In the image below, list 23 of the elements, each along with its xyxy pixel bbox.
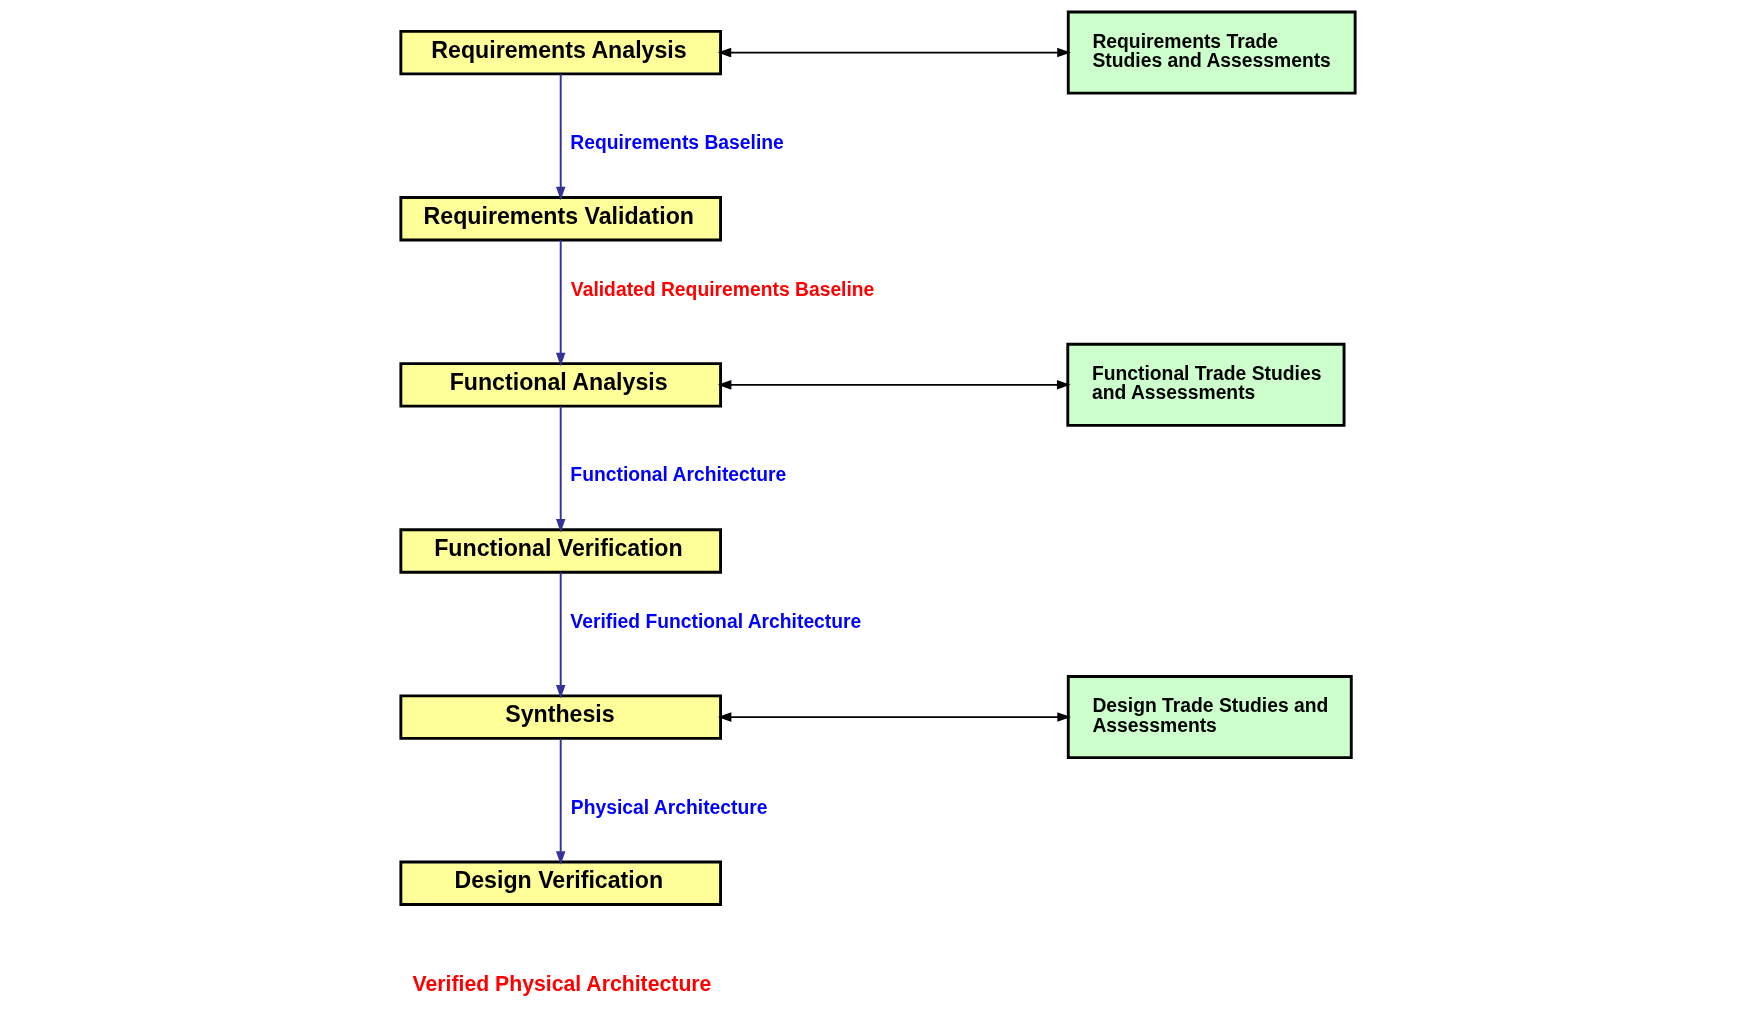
node-box: Functional Verification bbox=[399, 528, 722, 574]
arrow bbox=[717, 380, 1071, 390]
arrow bbox=[717, 712, 1071, 722]
arrow bbox=[555, 571, 566, 699]
node-box: Synthesis bbox=[399, 694, 722, 740]
edge-label: Requirements Baseline bbox=[570, 132, 784, 154]
node-box: Design Trade Studies and Assessments bbox=[1066, 675, 1353, 760]
node-box: Functional Trade Studies and Assessments bbox=[1066, 342, 1346, 427]
edge-label: Validated Requirements Baseline bbox=[570, 278, 875, 300]
node-box: Requirements Analysis bbox=[399, 29, 722, 76]
arrow bbox=[717, 47, 1071, 58]
arrow bbox=[555, 73, 566, 201]
label: Verified Physical Architecture bbox=[412, 972, 712, 997]
node-box: Functional Analysis bbox=[399, 362, 722, 408]
node-box: Design Verification bbox=[399, 860, 722, 906]
edge-label: Functional Architecture bbox=[570, 464, 787, 486]
arrow bbox=[555, 239, 566, 367]
edge-label: Physical Architecture bbox=[570, 796, 768, 818]
node-box: Requirements Trade Studies and Assessments bbox=[1066, 10, 1357, 95]
arrow bbox=[555, 405, 566, 533]
arrow bbox=[555, 737, 566, 865]
node-box: Requirements Validation bbox=[399, 196, 722, 242]
edge-label: Verified Functional Architecture bbox=[570, 611, 862, 633]
